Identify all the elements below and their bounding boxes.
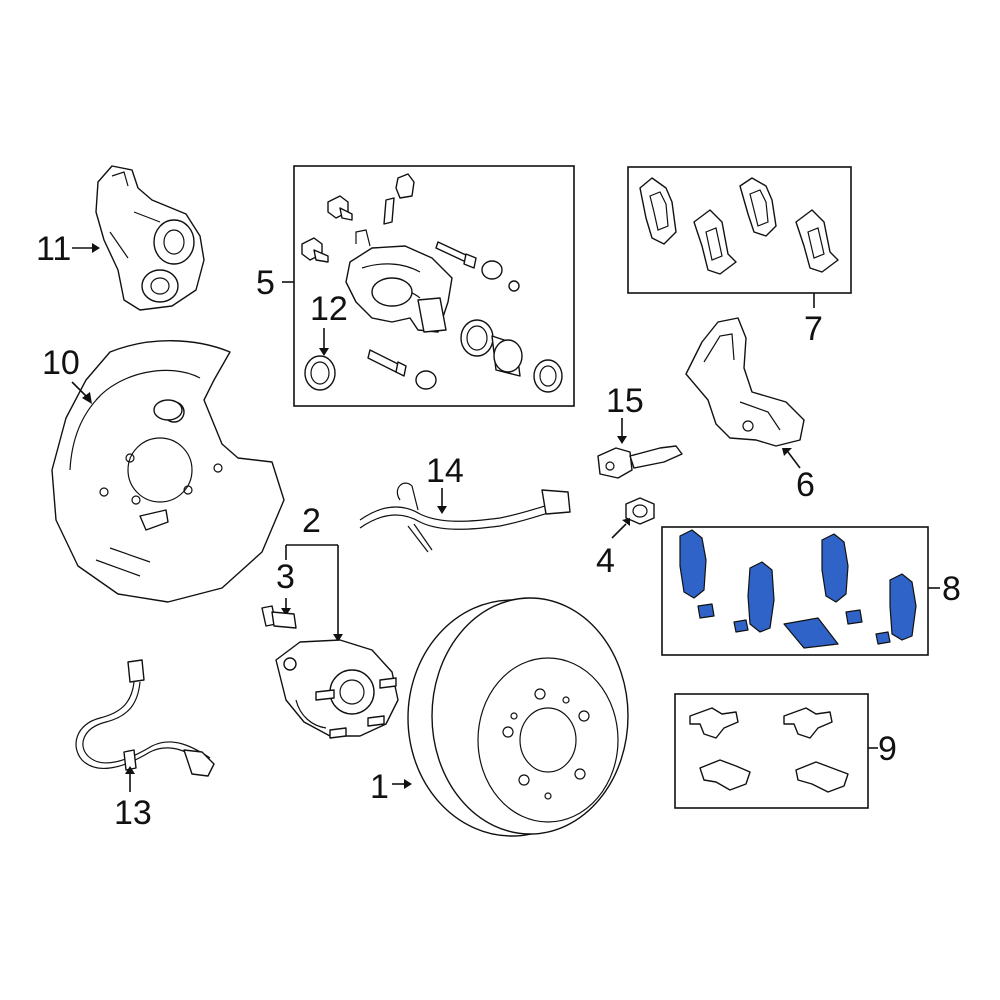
callout-7: 7 bbox=[804, 310, 823, 348]
callout-5: 5 bbox=[256, 264, 275, 302]
leader-6 bbox=[787, 451, 801, 469]
callout-3: 3 bbox=[276, 558, 295, 596]
arrow-2 bbox=[333, 634, 343, 642]
callout-13: 13 bbox=[114, 794, 152, 832]
arrow-14 bbox=[437, 506, 447, 514]
arrow-12 bbox=[319, 348, 329, 356]
pad-set-illustration[interactable] bbox=[679, 529, 917, 649]
brake-pads-box bbox=[627, 166, 852, 294]
arrow-3 bbox=[281, 608, 291, 616]
backing-plate-illustration[interactable] bbox=[51, 340, 285, 603]
arrow-11 bbox=[92, 243, 100, 253]
callout-14: 14 bbox=[426, 452, 464, 490]
caliper-assembly-illustration[interactable] bbox=[301, 173, 563, 393]
caliper-kit-box bbox=[293, 165, 575, 407]
nut-illustration[interactable] bbox=[625, 497, 655, 525]
brake-wear-harness-illustration[interactable] bbox=[359, 482, 571, 553]
leader-4 bbox=[611, 523, 627, 539]
wear-sensor-illustration[interactable] bbox=[597, 445, 683, 479]
arrow-4 bbox=[622, 518, 630, 526]
anti-rattle-clips-illustration[interactable] bbox=[689, 707, 849, 793]
callout-9: 9 bbox=[878, 730, 897, 768]
arrow-10 bbox=[82, 392, 92, 404]
callout-1: 1 bbox=[370, 768, 389, 806]
leader-10 bbox=[71, 381, 87, 397]
pad-set-box bbox=[661, 526, 929, 656]
seal-ring-illustration[interactable] bbox=[304, 355, 336, 391]
callout-11: 11 bbox=[36, 230, 71, 268]
arrow-15 bbox=[617, 436, 627, 444]
arrow-6 bbox=[782, 448, 792, 456]
arrow-13 bbox=[125, 766, 135, 774]
callout-12: 12 bbox=[310, 290, 348, 328]
clips-box bbox=[674, 693, 869, 809]
brake-pads-illustration[interactable] bbox=[639, 177, 839, 275]
callout-6: 6 bbox=[796, 466, 815, 504]
callout-8: 8 bbox=[942, 570, 961, 608]
arrow-1 bbox=[404, 779, 412, 789]
callout-2: 2 bbox=[302, 502, 321, 540]
callout-4: 4 bbox=[596, 542, 615, 580]
callout-10: 10 bbox=[42, 344, 80, 382]
callout-15: 15 bbox=[606, 382, 644, 420]
parking-brake-actuator-illustration[interactable] bbox=[95, 165, 205, 311]
caliper-support-illustration[interactable] bbox=[685, 317, 805, 447]
brake-rotor-illustration[interactable] bbox=[407, 597, 629, 837]
hub-assembly-illustration[interactable] bbox=[275, 639, 399, 739]
abs-sensor-harness-illustration[interactable] bbox=[75, 659, 215, 777]
hub-bolt-illustration[interactable] bbox=[261, 605, 297, 629]
